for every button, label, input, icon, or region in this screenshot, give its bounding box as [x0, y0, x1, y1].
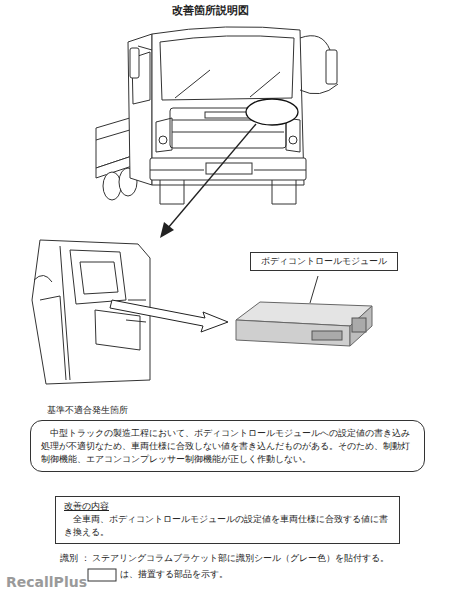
watermark: RecallPlus: [6, 574, 87, 590]
box-heading: 改善の内容: [64, 501, 391, 513]
legend-note: は、措置する部品を示す。: [120, 569, 228, 581]
box-body: 全車両、ボディコントロールモジュールの設定値を車両仕様に合致する値に書き換える。: [64, 513, 391, 539]
box-body: 中型トラックの製造工程において、ボディコントロールモジュールへの設定値の書き込み…: [41, 427, 414, 465]
nonconformity-box: 基準不適合発生箇所中型トラックの製造工程において、ボディコントロールモジュールへ…: [30, 420, 425, 472]
box-heading: 基準不適合発生箇所: [45, 404, 130, 417]
diagram-title: 改善箇所説明図: [0, 3, 420, 18]
part-name: ボディコントロールモジュール: [255, 256, 393, 267]
identification-note: 識別 ： ステアリングコラムブラケット部に識別シール（グレー色）を貼付する。: [60, 553, 389, 565]
part-name-box: ボディコントロールモジュール: [250, 252, 398, 271]
remedy-box: 改善の内容全車両、ボディコントロールモジュールの設定値を車両仕様に合致する値に書…: [55, 496, 400, 544]
